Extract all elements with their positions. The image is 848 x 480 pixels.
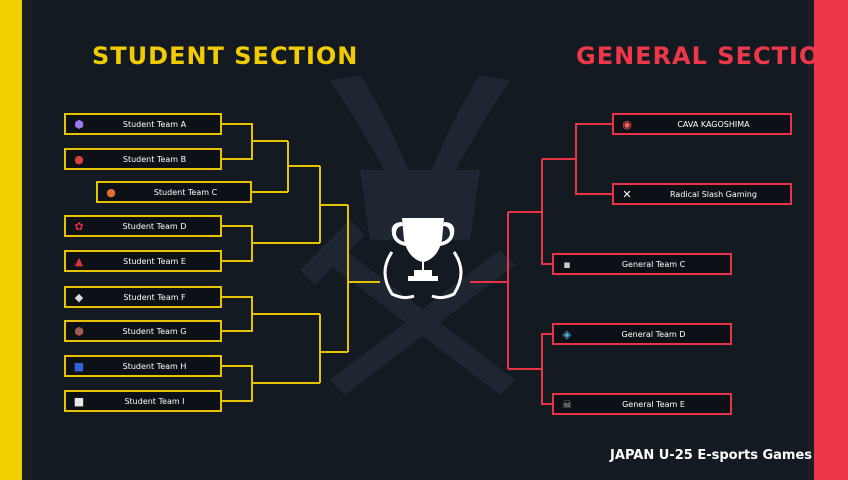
general-team-3[interactable]: ▪ General Team C bbox=[552, 253, 732, 275]
team-name: General Team E bbox=[622, 399, 685, 409]
team-name: Student Team C bbox=[153, 187, 218, 197]
orange-mascot-icon: ● bbox=[106, 185, 116, 199]
team-name: Student Team E bbox=[123, 256, 186, 266]
student-team-1[interactable]: ⬢ Student Team A bbox=[64, 113, 222, 135]
grey-skull-logo-icon: ☠ bbox=[562, 397, 572, 411]
brown-crest-icon: ⬢ bbox=[74, 324, 84, 338]
general-section-title: GENERAL SECTION bbox=[576, 42, 842, 70]
blue-emblem-icon: ■ bbox=[73, 359, 85, 373]
purple-crest-icon: ⬢ bbox=[74, 117, 84, 131]
dark-square-logo-icon: ▪ bbox=[563, 257, 571, 271]
general-team-1[interactable]: ◉ CAVA KAGOSHIMA bbox=[612, 113, 792, 135]
team-name: Student Team H bbox=[122, 361, 187, 371]
student-team-6[interactable]: ◆ Student Team F bbox=[64, 286, 222, 308]
team-name: Student Team G bbox=[122, 326, 187, 336]
rsg-logo-icon: ✕ bbox=[622, 187, 632, 201]
student-team-3[interactable]: ● Student Team C bbox=[96, 181, 252, 203]
general-team-2[interactable]: ✕ Radical Slash Gaming bbox=[612, 183, 792, 205]
team-name: Student Team F bbox=[123, 292, 186, 302]
student-team-2[interactable]: ● Student Team B bbox=[64, 148, 222, 170]
general-team-5[interactable]: ☠ General Team E bbox=[552, 393, 732, 415]
red-mascot-icon: ● bbox=[74, 152, 84, 166]
team-name: Student Team A bbox=[122, 119, 187, 129]
dark-emblem-icon: ◆ bbox=[74, 290, 84, 304]
general-team-4[interactable]: ◈ General Team D bbox=[552, 323, 732, 345]
team-name: Student Team B bbox=[122, 154, 187, 164]
team-name: CAVA KAGOSHIMA bbox=[677, 119, 750, 129]
red-mountain-icon: ▲ bbox=[74, 254, 84, 268]
colorful-logo-icon: ◈ bbox=[562, 327, 572, 341]
team-name: Radical Slash Gaming bbox=[670, 189, 757, 199]
right-accent-bar bbox=[814, 0, 848, 480]
event-footer-title: JAPAN U-25 E-sports Games bbox=[610, 448, 812, 463]
right-accent-strip bbox=[808, 0, 814, 480]
student-team-5[interactable]: ▲ Student Team E bbox=[64, 250, 222, 272]
team-name: General Team C bbox=[621, 259, 686, 269]
team-name: Student Team I bbox=[124, 396, 185, 406]
team-name: Student Team D bbox=[122, 221, 187, 231]
student-section-title: STUDENT SECTION bbox=[92, 42, 359, 70]
student-team-4[interactable]: ✿ Student Team D bbox=[64, 215, 222, 237]
red-flower-icon: ✿ bbox=[74, 219, 84, 233]
student-team-7[interactable]: ⬢ Student Team G bbox=[64, 320, 222, 342]
left-accent-bar bbox=[0, 0, 22, 480]
student-team-8[interactable]: ■ Student Team H bbox=[64, 355, 222, 377]
left-accent-strip bbox=[22, 0, 32, 480]
white-crest-icon: ■ bbox=[73, 394, 85, 408]
dark-circle-logo-icon: ◉ bbox=[622, 117, 632, 131]
student-team-9[interactable]: ■ Student Team I bbox=[64, 390, 222, 412]
team-name: General Team D bbox=[621, 329, 686, 339]
